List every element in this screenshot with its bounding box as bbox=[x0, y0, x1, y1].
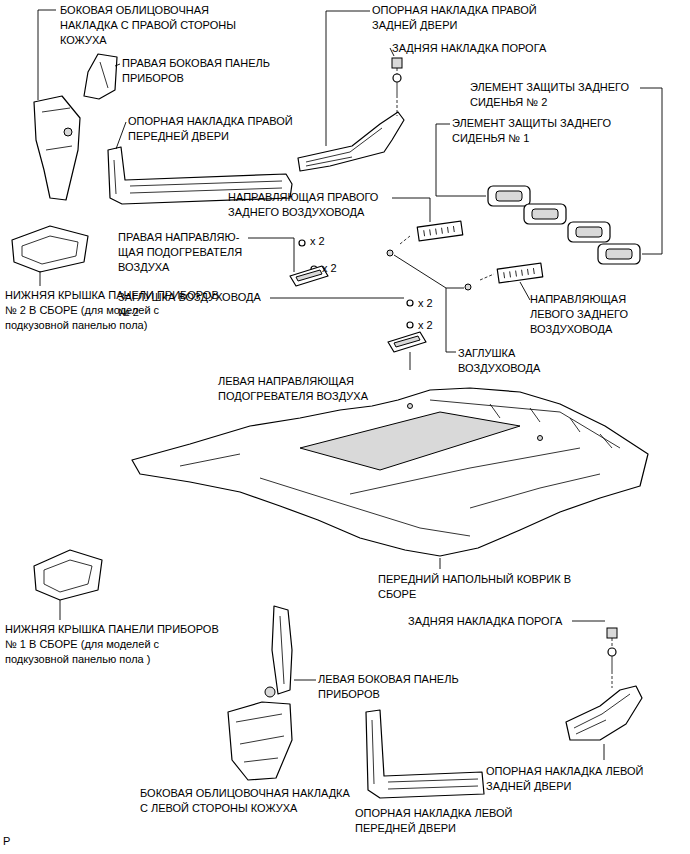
part-detail bbox=[114, 160, 282, 194]
plug-symbol bbox=[387, 250, 393, 256]
part-label: ПРАВАЯ БОКОВАЯ ПАНЕЛЬ ПРИБОРОВ bbox=[122, 56, 292, 86]
part-label: ЛЕВАЯ БОКОВАЯ ПАНЕЛЬ ПРИБОРОВ bbox=[318, 672, 488, 702]
clip-symbol bbox=[392, 58, 402, 68]
part-label: НАПРАВЛЯЮЩАЯ ПРАВОГО ЗАДНЕГО ВОЗДУХОВОДА bbox=[228, 190, 393, 220]
heater-guide bbox=[388, 332, 426, 352]
callout-count: x 2 bbox=[418, 318, 458, 333]
part-label: НИЖНЯЯ КРЫШКА ПАНЕЛИ ПРИБОРОВ № 1 В СБОР… bbox=[5, 622, 220, 667]
bolt-symbol bbox=[393, 74, 401, 82]
plug-symbol bbox=[465, 284, 471, 290]
part-detail bbox=[42, 108, 72, 150]
part-detail bbox=[306, 128, 382, 166]
callout-count: x 2 bbox=[322, 261, 362, 276]
assembly-line bbox=[397, 68, 398, 116]
assembly-line bbox=[612, 638, 613, 688]
part-label: ОПОРНАЯ НАКЛАДКА ЛЕВОЙ ЗАДНЕЙ ДВЕРИ bbox=[486, 764, 666, 794]
part-label: ЗАГЛУШКА ВОЗДУХОВОДА bbox=[458, 346, 588, 376]
heater-guide bbox=[394, 336, 420, 347]
scuff-plate bbox=[366, 710, 484, 798]
scuff-plate bbox=[298, 112, 404, 171]
assembly-line bbox=[400, 236, 494, 280]
part-label: БОКОВАЯ ОБЛИЦОВОЧНАЯ НАКЛАДКА С ЛЕВОЙ СТ… bbox=[140, 786, 350, 816]
page-code: P bbox=[3, 834, 33, 849]
part-label: ЗАДНЯЯ НАКЛАДКА ПОРОГА bbox=[408, 614, 628, 629]
callout-count: x 2 bbox=[310, 234, 350, 249]
bolt-symbol bbox=[397, 82, 398, 98]
part-label: ЭЛЕМЕНТ ЗАЩИТЫ ЗАДНЕГО СИДЕНЬЯ № 1 bbox=[452, 116, 632, 146]
part-label: ПРАВАЯ НАПРАВЛЯЮ- ЩАЯ ПОДОГРЕВАТЕЛЯ ВОЗД… bbox=[118, 230, 253, 275]
part-detail bbox=[44, 560, 92, 592]
side-panel bbox=[84, 54, 117, 99]
clip-symbol bbox=[265, 687, 275, 697]
part-detail bbox=[236, 714, 284, 762]
part-detail bbox=[574, 694, 630, 734]
under-cover bbox=[34, 550, 102, 600]
part-label: ЗАДНЯЯ НАКЛАДКА ПОРОГА bbox=[392, 41, 612, 56]
heater-guide bbox=[296, 270, 322, 281]
clip-symbol bbox=[607, 628, 617, 638]
screw-symbol bbox=[299, 240, 413, 328]
part-label: ПЕРЕДНИЙ НАПОЛЬНЫЙ КОВРИК В СБОРЕ bbox=[378, 572, 578, 602]
part-label: ОПОРНАЯ НАКЛАДКА ПРАВОЙ ПЕРЕДНЕЙ ДВЕРИ bbox=[128, 114, 303, 144]
cowl-trim bbox=[228, 702, 292, 780]
duct-guide bbox=[417, 221, 543, 283]
part-label: ЭЛЕМЕНТ ЗАЩИТЫ ЗАДНЕГО СИДЕНЬЯ № 2 bbox=[470, 80, 638, 110]
scuff-plate bbox=[566, 686, 642, 740]
side-panel bbox=[272, 606, 292, 694]
under-cover bbox=[12, 226, 88, 272]
part-detail bbox=[22, 236, 78, 264]
clip-symbol bbox=[64, 128, 72, 136]
part-label: ОПОРНАЯ НАКЛАДКА ПРАВОЙ ЗАДНЕЙ ДВЕРИ bbox=[372, 3, 547, 33]
callout-count: x 2 bbox=[418, 296, 458, 311]
part-label: ЗАГЛУШКА ВОЗДУХОВОДА № 2 bbox=[118, 290, 268, 320]
bolt-symbol bbox=[612, 656, 613, 674]
part-detail bbox=[280, 616, 284, 684]
bolt-symbol bbox=[608, 648, 616, 656]
part-label: БОКОВАЯ ОБЛИЦОВОЧНАЯ НАКЛАДКА С ПРАВОЙ С… bbox=[60, 3, 260, 48]
seat-protector bbox=[488, 186, 640, 264]
floor-carpet bbox=[132, 388, 648, 556]
part-label: ЛЕВАЯ НАПРАВЛЯЮЩАЯ ПОДОГРЕВАТЕЛЯ ВОЗДУХА bbox=[218, 374, 398, 404]
cowl-trim bbox=[34, 96, 80, 200]
part-label: НАПРАВЛЯЮЩАЯ ЛЕВОГО ЗАДНЕГО ВОЗДУХОВОДА bbox=[530, 292, 655, 337]
part-detail bbox=[100, 62, 108, 88]
part-label: ОПОРНАЯ НАКЛАДКА ЛЕВОЙ ПЕРЕДНЕЙ ДВЕРИ bbox=[355, 806, 545, 836]
part-detail bbox=[372, 720, 478, 789]
